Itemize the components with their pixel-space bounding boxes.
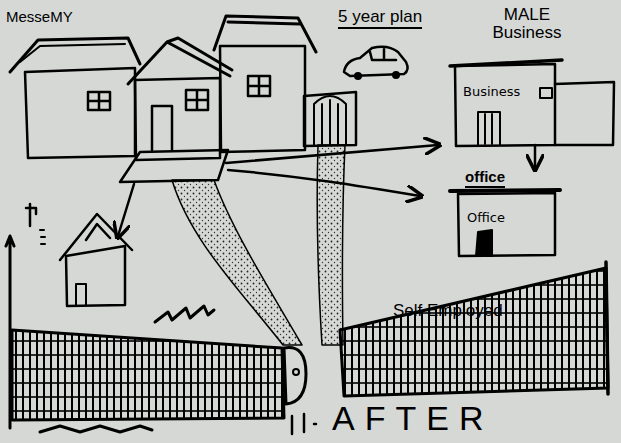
arrow: [118, 184, 134, 236]
house-roof: [214, 16, 316, 52]
window: [540, 88, 552, 98]
small-house: [66, 246, 125, 306]
corner-label: MesseMY: [6, 9, 73, 26]
business-annex: [555, 82, 614, 145]
scribble: [155, 306, 214, 322]
office-building: [458, 193, 555, 256]
fence: [340, 268, 608, 396]
fence: [12, 330, 284, 420]
platform: [120, 150, 228, 182]
small-house-roof: [60, 214, 132, 260]
plan-label: 5 year plan: [338, 8, 422, 29]
door: [478, 112, 500, 145]
house: [135, 78, 220, 160]
node-label: Office: [467, 211, 537, 226]
business-building: [455, 64, 555, 146]
garage: [304, 92, 356, 146]
window: [186, 90, 208, 110]
arrow: [226, 145, 438, 163]
node-label: Business: [463, 85, 543, 100]
node-heading: office: [465, 169, 505, 188]
door: [152, 106, 172, 150]
office-box: officeOffice: [455, 168, 560, 258]
window: [88, 92, 110, 110]
arrow: [228, 170, 420, 196]
flow-arrow: [534, 145, 537, 168]
scribble: [40, 426, 152, 432]
node-heading: MALE Business: [477, 6, 577, 42]
heading-label: AFTER: [332, 400, 493, 437]
gate: [284, 348, 306, 404]
house: [25, 68, 135, 158]
garage-door: [314, 96, 346, 145]
house-roof: [10, 38, 140, 72]
scribble: [292, 414, 316, 434]
door: [476, 230, 492, 256]
window: [248, 76, 270, 96]
dotted-path: [172, 180, 302, 345]
note-label: Self Employed: [393, 302, 503, 321]
house: [220, 46, 305, 152]
tap: [26, 204, 36, 226]
dotted-path: [317, 145, 345, 345]
business-box: MALE BusinessBusiness: [455, 4, 615, 145]
fence-post: [606, 262, 608, 394]
